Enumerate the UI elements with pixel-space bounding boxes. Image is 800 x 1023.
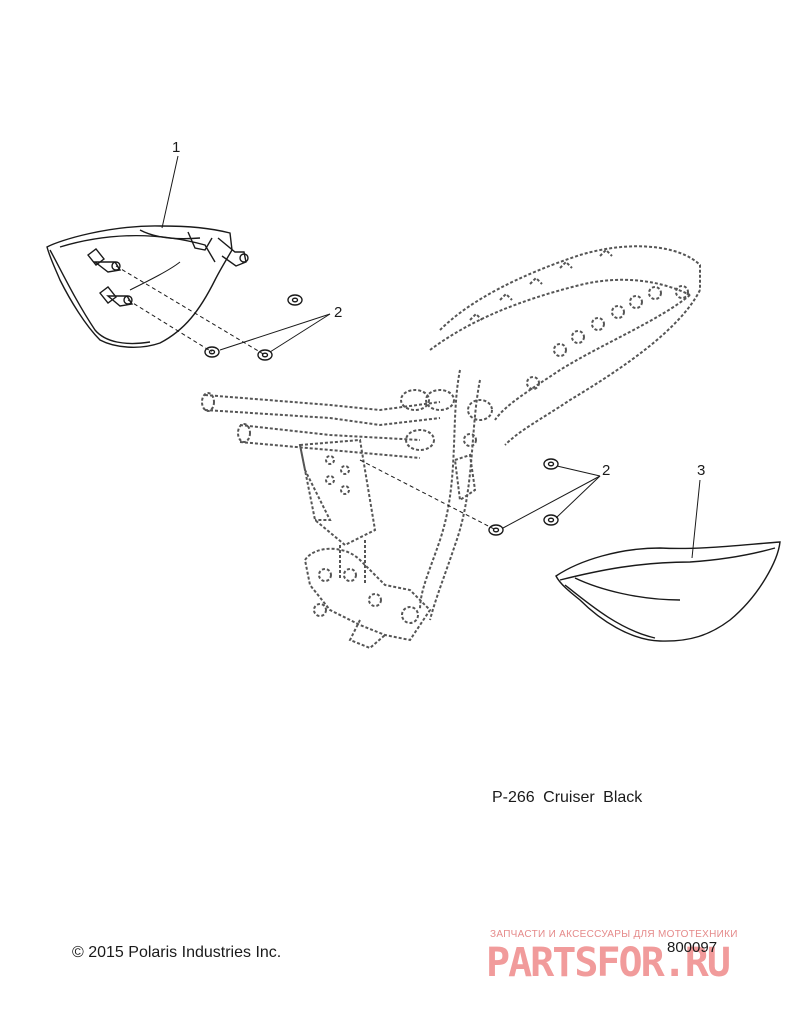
left-side-cover bbox=[46, 225, 249, 348]
callout-2-upper: 2 bbox=[334, 304, 343, 321]
diagram-caption: P-266 Cruiser Black bbox=[492, 789, 643, 806]
grommets bbox=[204, 294, 559, 536]
right-side-cover bbox=[555, 541, 781, 642]
watermark-tagline: ЗАПЧАСТИ И АКСЕССУАРЫ ДЛЯ МОТОТЕХНИКИ bbox=[490, 929, 738, 940]
motorcycle-frame bbox=[201, 245, 701, 650]
callout-3: 3 bbox=[697, 462, 706, 479]
callout-2-lower: 2 bbox=[602, 462, 611, 479]
callout-1: 1 bbox=[172, 139, 181, 156]
leader-lines bbox=[115, 155, 701, 559]
part-number: 800097 bbox=[667, 939, 718, 956]
copyright-notice: © 2015 Polaris Industries Inc. bbox=[72, 944, 282, 961]
watermark-logo: PARTSFOR.RU bbox=[486, 940, 731, 986]
